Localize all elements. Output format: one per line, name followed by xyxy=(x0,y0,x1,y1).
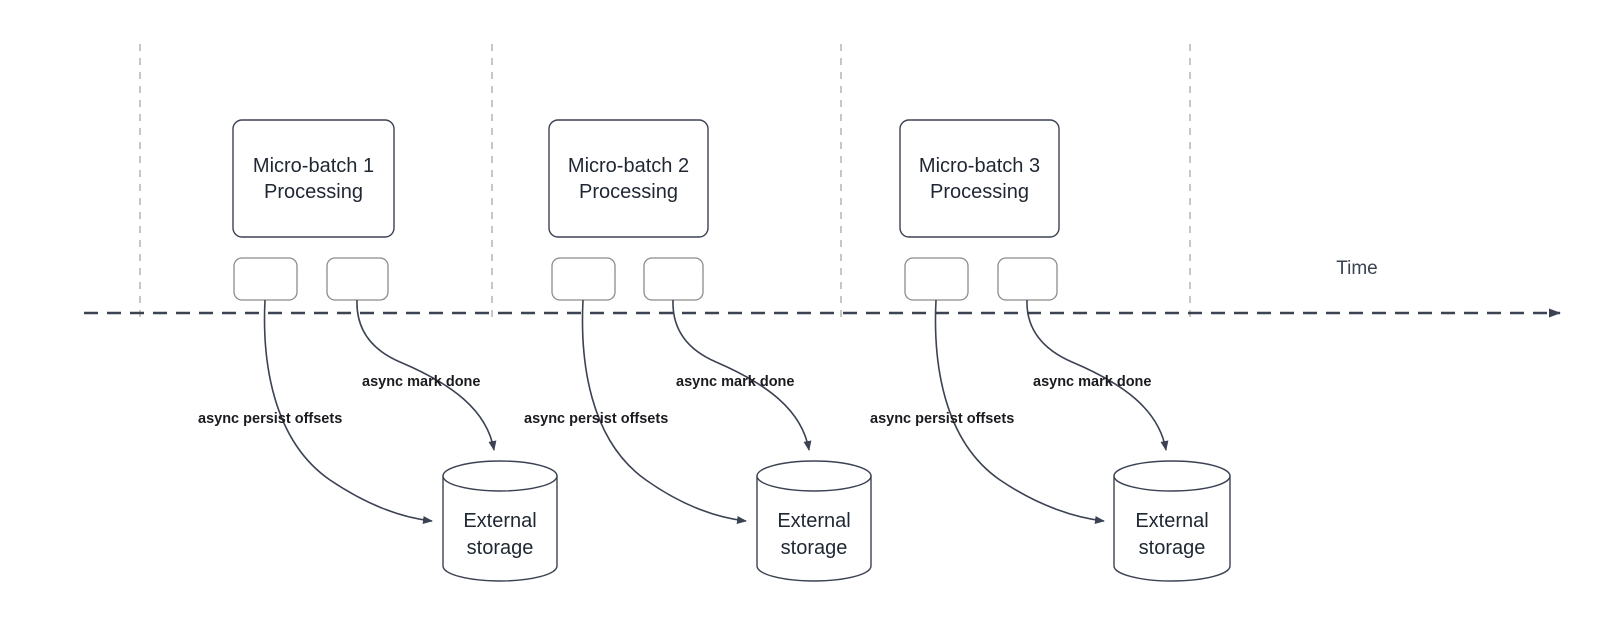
group-2-storage-body xyxy=(756,475,872,582)
micro-batch-2-label-line2: Processing xyxy=(579,181,678,203)
group-2-task-b-box[interactable] xyxy=(643,257,704,301)
group-1-persist-edge xyxy=(263,299,433,524)
group-1-persist-edge-label: async persist offsets xyxy=(198,411,342,427)
group-3: Micro-batch 3 Processing async persist o… xyxy=(870,119,1231,582)
group-2-mark-edge xyxy=(672,299,812,451)
group-2-persist-edge-label: async persist offsets xyxy=(524,411,668,427)
time-axis: Time xyxy=(84,258,1561,318)
group-1-mark-edge xyxy=(356,299,497,451)
group-1-external-storage[interactable]: External storage xyxy=(442,460,558,582)
group-2-persist-edge xyxy=(581,299,747,524)
micro-batch-2-label-line1: Micro-batch 2 xyxy=(568,155,689,177)
micro-batch-3-box[interactable] xyxy=(899,119,1060,238)
group-3-persist-edge xyxy=(934,299,1105,524)
group-3-task-a-box[interactable] xyxy=(904,257,969,301)
group-2: Micro-batch 2 Processing async persist o… xyxy=(524,119,872,582)
group-2-storage-label-line2: storage xyxy=(781,537,848,559)
group-2-external-storage[interactable]: External storage xyxy=(756,460,872,582)
group-3-storage-label-line2: storage xyxy=(1139,537,1206,559)
group-3-storage-body xyxy=(1113,475,1231,582)
time-axis-label: Time xyxy=(1336,258,1378,279)
group-1-mark-edge-label: async mark done xyxy=(362,374,480,390)
group-2-mark-edge-label: async mark done xyxy=(676,374,794,390)
group-1-storage-top xyxy=(442,460,558,492)
group-3-task-b-box[interactable] xyxy=(997,257,1058,301)
time-boundary-guides xyxy=(139,44,1191,318)
group-1-storage-label-line2: storage xyxy=(467,537,534,559)
group-3-external-storage[interactable]: External storage xyxy=(1113,460,1231,582)
group-2-storage-top xyxy=(756,460,872,492)
group-3-storage-label-line1: External xyxy=(1135,510,1208,532)
group-1-task-b-box[interactable] xyxy=(326,257,389,301)
group-3-mark-edge-label: async mark done xyxy=(1033,374,1151,390)
micro-batch-3-label-line2: Processing xyxy=(930,181,1029,203)
micro-batch-3-label-line1: Micro-batch 3 xyxy=(919,155,1040,177)
group-3-persist-edge-label: async persist offsets xyxy=(870,411,1014,427)
group-1-storage-label-line1: External xyxy=(463,510,536,532)
group-2-task-a-box[interactable] xyxy=(551,257,616,301)
micro-batch-2-box[interactable] xyxy=(548,119,709,238)
group-1: Micro-batch 1 Processing async persist o… xyxy=(198,119,558,582)
micro-batch-1-label-line2: Processing xyxy=(264,181,363,203)
group-1-task-a-box[interactable] xyxy=(233,257,298,301)
micro-batch-1-box[interactable] xyxy=(232,119,395,238)
group-3-mark-edge xyxy=(1026,299,1169,451)
micro-batch-1-label-line1: Micro-batch 1 xyxy=(253,155,374,177)
group-2-storage-label-line1: External xyxy=(777,510,850,532)
group-1-storage-body xyxy=(442,475,558,582)
group-3-storage-top xyxy=(1113,460,1231,492)
